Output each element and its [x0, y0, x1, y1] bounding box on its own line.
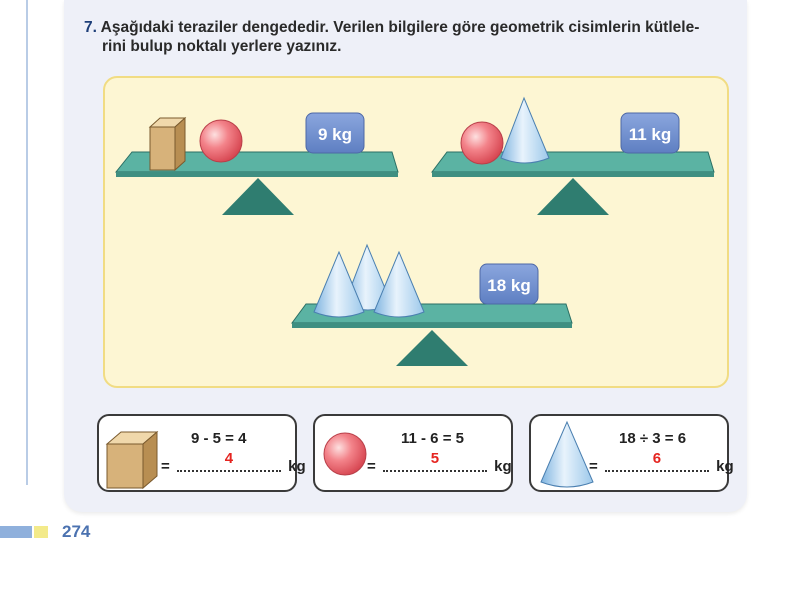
answer-value: 4: [224, 450, 234, 467]
cone-icon: [373, 250, 425, 318]
answer-box-cone: 18 ÷ 3 = 6 = 6 kg: [529, 414, 734, 492]
scale-2: 11 kg: [431, 96, 715, 215]
answer-blank[interactable]: 4: [176, 450, 281, 472]
sphere-icon: [199, 119, 243, 163]
footer-accent-bar: [34, 526, 48, 538]
fulcrum: [396, 330, 468, 366]
weight-box: [479, 263, 539, 305]
question-number: 7.: [84, 19, 97, 36]
answer-value: 5: [430, 450, 440, 467]
cube-icon: [148, 116, 187, 172]
weight-label: 11 kg: [629, 125, 672, 144]
fulcrum: [537, 178, 609, 215]
page-number: 274: [62, 522, 91, 541]
margin-line: [26, 0, 28, 485]
question-line-2: rini bulup noktalı yerlere yazınız.: [102, 38, 342, 55]
answer-blank[interactable]: 5: [382, 450, 487, 472]
question-line-1: Aşağıdaki teraziler dengededir. Verilen …: [100, 19, 700, 36]
weight-label: 9 kg: [318, 125, 352, 144]
answer-line: = 6 kg: [589, 450, 734, 475]
weight-box: [305, 112, 365, 154]
sphere-icon: [323, 432, 367, 476]
cone-icon: [313, 250, 365, 318]
question-text: 7. Aşağıdaki teraziler dengededir. Veril…: [84, 18, 734, 56]
equation: 11 - 6 = 5: [401, 430, 464, 447]
scale-3: 18 kg: [291, 243, 573, 366]
weight-label: 18 kg: [487, 276, 530, 295]
answer-line: = 5 kg: [367, 450, 512, 475]
cone-icon: [540, 420, 594, 488]
cube-icon: [105, 430, 159, 490]
answer-line: = 4 kg: [161, 450, 306, 475]
answer-box-sphere: 11 - 6 = 5 = 5 kg: [313, 414, 513, 492]
answer-box-cube: 9 - 5 = 4 = 4 kg: [97, 414, 306, 492]
scale-1: 9 kg: [114, 112, 399, 215]
sphere-icon: [460, 121, 504, 165]
answer-value: 6: [652, 450, 662, 467]
footer-accent-bar: [0, 526, 32, 538]
equation: 9 - 5 = 4: [191, 430, 247, 447]
weight-box: [620, 112, 680, 154]
fulcrum: [222, 178, 294, 215]
answer-blank[interactable]: 6: [604, 450, 709, 472]
equation: 18 ÷ 3 = 6: [619, 430, 687, 447]
cone-icon: [500, 96, 550, 164]
